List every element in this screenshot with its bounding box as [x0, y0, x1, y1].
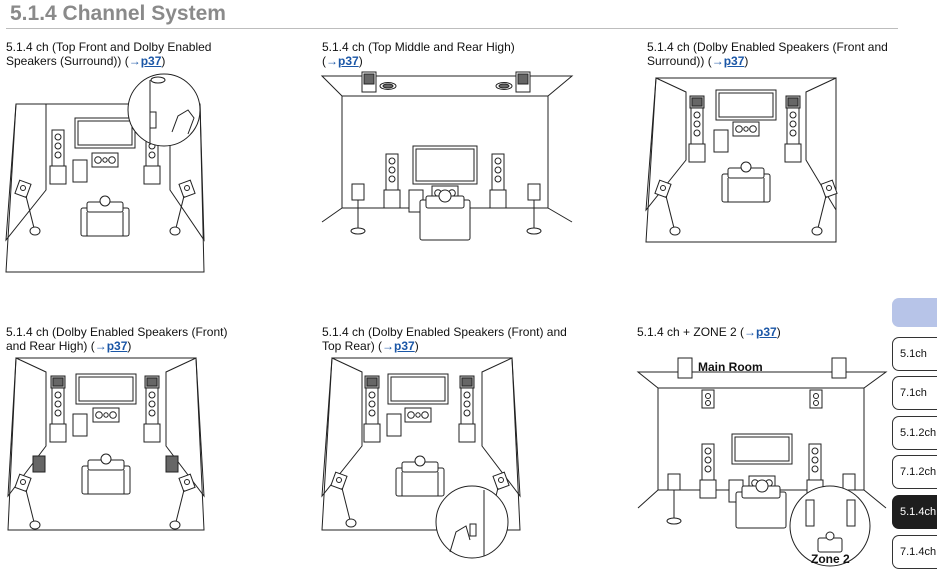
page-link-p37[interactable]: p37	[338, 54, 359, 68]
caption-dolby-front-rear-high: 5.1.4 ch (Dolby Enabled Speakers (Front)…	[6, 325, 227, 353]
caption-close: )	[744, 54, 749, 68]
caption-zone2: 5.1.4 ch + ZONE 2 (→p37)	[637, 325, 781, 339]
diagram-top-front-dolby-surround	[6, 74, 204, 272]
title-divider	[6, 28, 898, 29]
page-title: 5.1.4 Channel System	[10, 2, 226, 25]
caption-line2: and Rear High) (	[6, 339, 95, 353]
page-link-p37[interactable]: p37	[106, 339, 128, 353]
caption-line1: 5.1.4 ch (Top Middle and Rear High)	[322, 40, 515, 54]
arrow-icon: →	[382, 339, 395, 353]
main-room-label: Main Room	[698, 360, 763, 374]
speaker-layout-diagrams: Main Room Zone 2	[0, 0, 892, 579]
diagram-dolby-front-surround	[646, 78, 838, 242]
caption-line2: Surround)) (	[647, 54, 712, 68]
caption-close: )	[776, 325, 781, 339]
diagram-dolby-front-rear-high	[8, 358, 204, 530]
caption-dolby-front-surround: 5.1.4 ch (Dolby Enabled Speakers (Front …	[647, 40, 888, 68]
caption-top-front-dolby-surround: 5.1.4 ch (Top Front and Dolby Enabled Sp…	[6, 40, 211, 68]
caption-line2: Top Rear) (	[322, 339, 383, 353]
arrow-icon: →	[326, 54, 338, 68]
caption-line1: 5.1.4 ch (Dolby Enabled Speakers (Front)…	[322, 325, 567, 339]
zone2-label: Zone 2	[811, 552, 850, 566]
diagram-dolby-front-top-rear	[322, 358, 520, 558]
caption-top-middle-rear-high: 5.1.4 ch (Top Middle and Rear High) (→p3…	[322, 40, 515, 68]
caption-close: )	[358, 54, 363, 68]
diagram-top-middle-rear-high	[322, 72, 572, 240]
caption-line2: (	[322, 54, 326, 68]
page-link-p37[interactable]: p37	[723, 54, 745, 68]
caption-close: )	[161, 54, 166, 68]
caption-line1: 5.1.4 ch (Dolby Enabled Speakers (Front …	[647, 40, 888, 54]
page-link-p37[interactable]: p37	[394, 339, 415, 353]
caption-line2: Speakers (Surround)) (	[6, 54, 129, 68]
tab-5-1ch[interactable]: 5.1ch	[892, 337, 937, 371]
diagram-zone2: Main Room Zone 2	[638, 358, 886, 566]
caption-line1: 5.1.4 ch (Dolby Enabled Speakers (Front)	[6, 325, 228, 339]
arrow-icon: →	[744, 325, 757, 339]
tab-7-1-4ch[interactable]: 7.1.4ch	[892, 535, 937, 569]
arrow-icon: →	[711, 54, 724, 68]
caption-close: )	[414, 339, 419, 353]
arrow-icon: →	[94, 339, 107, 353]
tab-5-1-2ch[interactable]: 5.1.2ch	[892, 416, 937, 450]
caption-close: )	[127, 339, 132, 353]
tab-5-1-4ch[interactable]: 5.1.4ch	[892, 495, 937, 529]
arrow-icon: →	[128, 54, 141, 68]
caption-dolby-front-top-rear: 5.1.4 ch (Dolby Enabled Speakers (Front)…	[322, 325, 567, 353]
caption-line1: 5.1.4 ch + ZONE 2 (	[637, 325, 745, 339]
tab-7-1-2ch[interactable]: 7.1.2ch	[892, 455, 937, 489]
side-tab-blank	[892, 298, 937, 327]
caption-line1: 5.1.4 ch (Top Front and Dolby Enabled	[6, 40, 212, 54]
page-link-p37[interactable]: p37	[140, 54, 162, 68]
tab-7-1ch[interactable]: 7.1ch	[892, 376, 937, 410]
page-link-p37[interactable]: p37	[756, 325, 777, 339]
